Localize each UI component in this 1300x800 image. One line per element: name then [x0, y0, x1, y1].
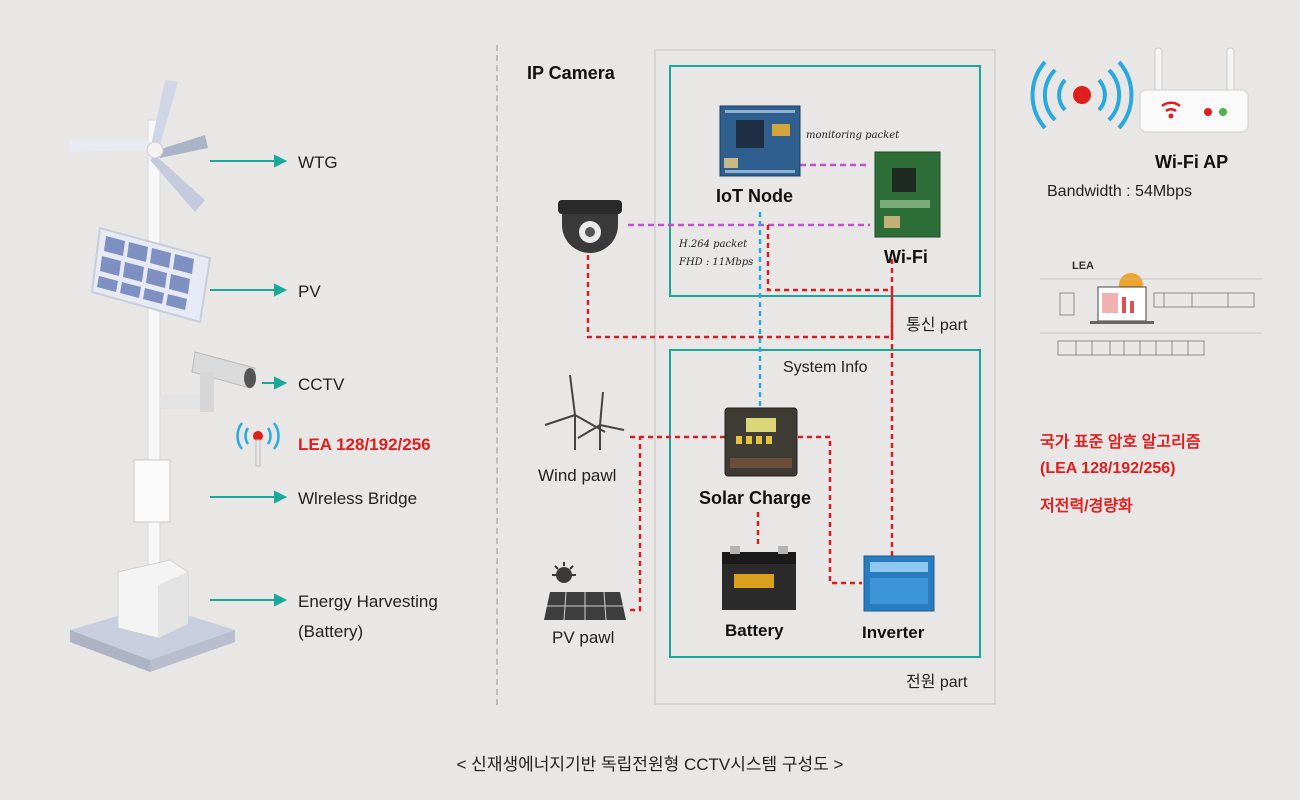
cctv-camera-icon — [160, 351, 256, 412]
system-diagram — [544, 49, 996, 705]
lea-spec-title: LEA — [1072, 260, 1094, 272]
wifi-ap-graphic — [1030, 47, 1249, 133]
solar-charge-icon — [724, 407, 798, 477]
iot-node-label: IoT Node — [716, 186, 793, 206]
energy-harvesting-box — [117, 559, 189, 639]
battery-label: Battery — [725, 621, 784, 640]
label-wireless-bridge: Wlreless Bridge — [298, 489, 418, 508]
inverter-icon — [863, 555, 935, 612]
battery-icon — [722, 546, 796, 610]
pv-pawl-label: PV pawl — [552, 628, 615, 647]
pole — [147, 119, 161, 621]
power-part-box — [669, 349, 981, 658]
power-part-label: 전원 part — [906, 674, 968, 691]
ip-camera-label: IP Camera — [527, 63, 615, 83]
iot-node-icon — [719, 105, 801, 177]
label-cctv: CCTV — [298, 375, 345, 394]
korean-std-line3: 저전력/경량화 — [1040, 498, 1133, 515]
figure-caption: < 신재생에너지기반 독립전원형 CCTV시스템 구성도 > — [456, 755, 844, 774]
label-lea: LEA 128/192/256 — [298, 435, 431, 454]
system-info-label: System Info — [783, 359, 868, 376]
wifi-module-icon — [874, 151, 941, 238]
pv-pawl-icon — [544, 562, 626, 621]
wireless-bridge-box — [133, 459, 171, 523]
wifi-label: Wi-Fi — [884, 247, 928, 267]
fhd-bandwidth-label: FHD : 11Mbps — [679, 257, 754, 268]
korean-std-line1: 국가 표준 암호 알고리즘 — [1040, 434, 1201, 451]
wifi-ap-label: Wi-Fi AP — [1155, 152, 1229, 172]
wind-turbine-icon — [68, 80, 208, 212]
lea-signal-icon — [236, 422, 280, 467]
solar-charge-label: Solar Charge — [699, 488, 812, 508]
label-energy-harvesting: Energy Harvesting — [298, 592, 438, 611]
solar-panel-icon — [90, 226, 212, 324]
label-battery-paren: (Battery) — [298, 622, 364, 641]
router-icon — [1139, 47, 1249, 133]
lea-spec-diagram — [1040, 273, 1262, 356]
h264-packet-label: H.264 packet — [679, 239, 748, 250]
lea-spec-graphic: LEA — [1040, 255, 1262, 367]
wind-pawl-icon — [544, 374, 625, 450]
label-pv: PV — [298, 282, 321, 301]
korean-std-line2: (LEA 128/192/256) — [1040, 460, 1176, 477]
section-divider — [496, 45, 498, 705]
inverter-label: Inverter — [862, 623, 925, 642]
label-wtg: WTG — [298, 153, 338, 172]
comm-part-label: 통신 part — [906, 317, 968, 334]
bandwidth-label: Bandwidth : 54Mbps — [1047, 183, 1192, 200]
pole-illustration — [68, 80, 288, 672]
outer-frame — [654, 49, 996, 705]
monitoring-packet-label: monitoring packet — [806, 130, 900, 141]
left-arrows — [210, 154, 288, 607]
comm-part-box — [669, 65, 981, 297]
wireless-signal-icon — [1030, 60, 1134, 130]
dome-camera-icon — [558, 200, 622, 253]
wind-pawl-label: Wind pawl — [538, 466, 617, 485]
connections — [586, 163, 894, 612]
